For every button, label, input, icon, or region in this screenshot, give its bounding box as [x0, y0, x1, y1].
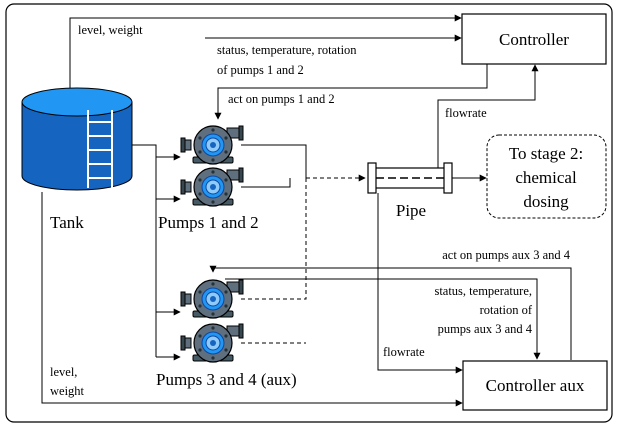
- tank: [21, 87, 133, 191]
- stage2-label-line1: To stage 2:: [509, 144, 583, 163]
- controller-box: [461, 13, 607, 65]
- pipe-label: Pipe: [396, 201, 426, 220]
- edge-level-weight-top: level, weight: [78, 23, 143, 37]
- stage2-label-line2: chemical: [515, 168, 577, 187]
- edge-status-aux-line3: pumps aux 3 and 4: [438, 322, 533, 336]
- edge-flowrate-bottom: flowrate: [383, 345, 425, 359]
- edge-act-12: act on pumps 1 and 2: [228, 92, 335, 106]
- edge-status-aux-line2: rotation of: [480, 303, 533, 317]
- stage2-box: [486, 134, 607, 219]
- edge-level-weight-bottom-line1: level,: [50, 365, 77, 379]
- pumps-12-label: Pumps 1 and 2: [158, 213, 259, 232]
- edge-status-12-line2: of pumps 1 and 2: [217, 63, 304, 77]
- edge-level-weight-bottom-line2: weight: [50, 384, 85, 398]
- edge-status-aux-line1: status, temperature,: [434, 284, 532, 298]
- controller-label: Controller: [499, 30, 569, 49]
- pump-2: [180, 167, 244, 207]
- outer-frame: [5, 3, 613, 423]
- edge-status-12-line1: status, temperature, rotation: [217, 43, 357, 57]
- pumps-34-label: Pumps 3 and 4 (aux): [156, 370, 297, 389]
- pump-3: [180, 279, 244, 319]
- controller-aux-label: Controller aux: [486, 376, 585, 395]
- tank-ladder: [87, 110, 113, 188]
- edge-act-aux: act on pumps aux 3 and 4: [442, 248, 571, 262]
- tank-label: Tank: [50, 213, 84, 232]
- stage2-label-line3: dosing: [523, 192, 569, 211]
- pipe: [367, 162, 453, 194]
- pump-1: [180, 125, 244, 165]
- edge-flowrate-top: flowrate: [445, 106, 487, 120]
- connectors: [41, 14, 572, 407]
- controller-aux-box: [462, 360, 608, 411]
- pump-4: [180, 323, 244, 363]
